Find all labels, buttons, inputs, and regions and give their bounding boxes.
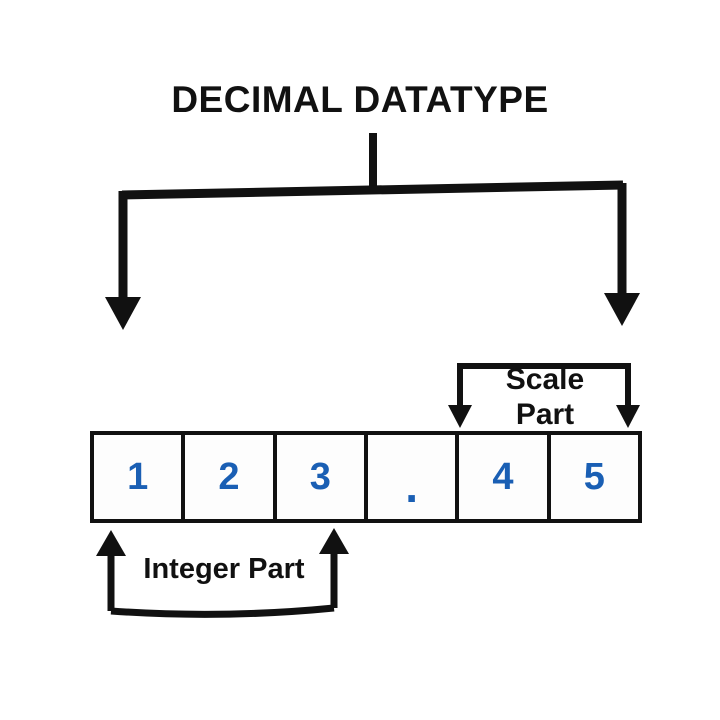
integer-bracket-right-arrowhead [319, 528, 349, 554]
scale-part-label: Scale Part [478, 362, 612, 432]
decimal-cell-5: 5 [550, 435, 638, 519]
decimal-cell-4: 4 [459, 435, 551, 519]
decimal-cell-row: 1 2 3 . 4 5 [90, 431, 642, 523]
integer-part-label: Integer Part [143, 553, 305, 585]
decimal-cell-5-value: 5 [583, 456, 605, 498]
decimal-cell-1-value: 1 [127, 456, 149, 498]
top-bracket [105, 133, 640, 330]
top-bracket-bar [121, 180, 624, 200]
scale-bracket-right-arrowhead [616, 405, 640, 428]
decimal-point-value: . [405, 460, 419, 512]
decimal-cell-4-value: 4 [492, 456, 514, 498]
decimal-cell-1: 1 [94, 435, 186, 519]
decimal-point-cell: . [367, 435, 460, 519]
scale-part-label-line2: Part [515, 398, 575, 431]
decimal-cell-2: 2 [185, 435, 277, 519]
top-bracket-left-arrowhead [105, 297, 141, 330]
page-title: DECIMAL DATATYPE [171, 79, 549, 120]
scale-part-label-line1: Scale [505, 363, 585, 396]
decimal-cell-3-value: 3 [309, 456, 331, 498]
top-bracket-right-arrowhead [604, 293, 640, 326]
decimal-cell-2-value: 2 [218, 456, 240, 498]
decimal-cell-3: 3 [276, 435, 368, 519]
scale-bracket-left-arrowhead [448, 405, 472, 428]
integer-bracket-bar [110, 604, 335, 618]
integer-bracket-left-arrowhead [96, 530, 126, 556]
